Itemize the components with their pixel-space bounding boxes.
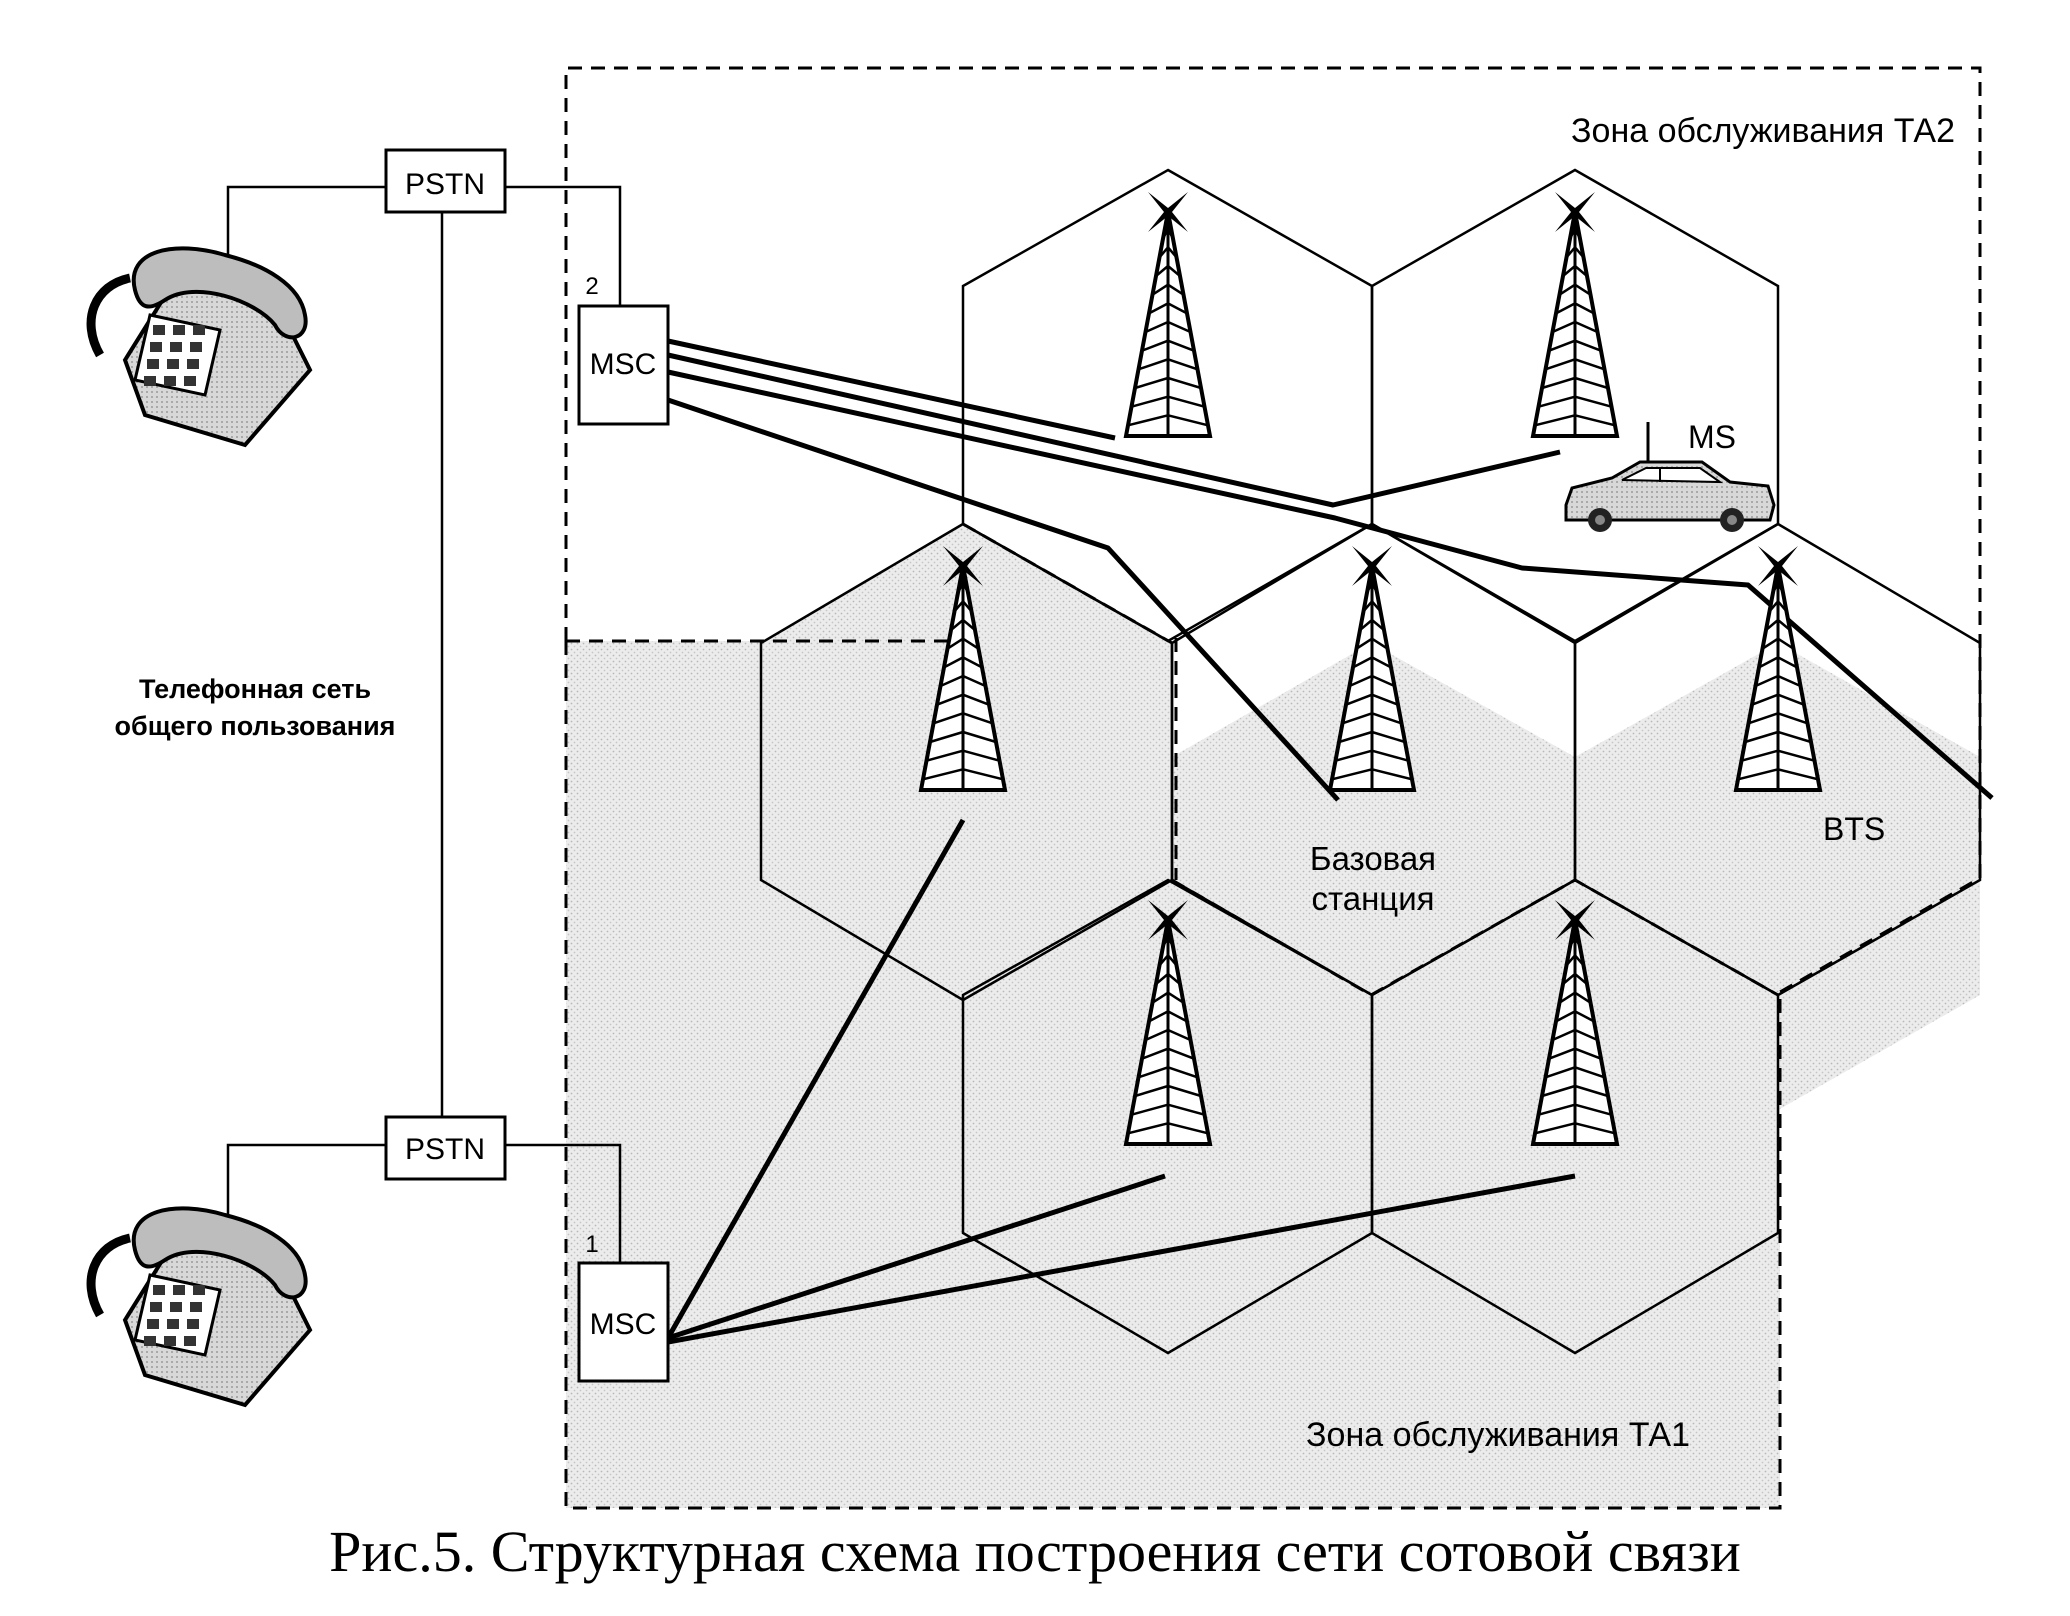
antenna-tower-icon bbox=[918, 546, 1008, 792]
pstn-description-line1: Телефонная сеть bbox=[139, 674, 371, 704]
msc-box-top bbox=[577, 304, 670, 426]
line-pstn2-msc2 bbox=[505, 185, 622, 306]
link-msc1-bts-b bbox=[667, 1173, 1166, 1341]
pstn-label-top: PSTN bbox=[405, 168, 485, 201]
msc-number-bottom: 1 bbox=[585, 1231, 598, 1258]
ms-label: MS bbox=[1688, 419, 1736, 455]
antenna-tower-icon bbox=[1327, 546, 1417, 792]
antenna-tower-icon bbox=[1123, 192, 1213, 438]
zone-ta2-border bbox=[564, 66, 1982, 994]
pstn-box-bottom bbox=[384, 1115, 507, 1181]
pstn-description-line2: общего пользования bbox=[115, 711, 396, 741]
msc-number-top: 2 bbox=[585, 273, 598, 300]
link-msc1-bts-c bbox=[667, 1173, 1576, 1345]
zone-ta2-label: Зона обслуживания ТА2 bbox=[1571, 112, 1955, 150]
base-station-label-line2: станция bbox=[1311, 880, 1434, 917]
antenna-tower-icon bbox=[1530, 192, 1620, 438]
antenna-tower-icon bbox=[1530, 900, 1620, 1146]
pstn-box-top bbox=[384, 148, 507, 214]
pstn-label-bottom: PSTN bbox=[405, 1133, 485, 1166]
figure-caption: Рис.5. Структурная схема построения сети… bbox=[329, 1519, 1741, 1584]
link-msc2-bts-d bbox=[667, 397, 1340, 802]
cellular-network-diagram: PSTN PSTN MSC MSC 2 1 Зона обслуживания … bbox=[86, 66, 1994, 1510]
link-msc2-bts-a bbox=[667, 338, 1116, 441]
link-msc2-bts-c bbox=[667, 369, 1994, 800]
telephone-icon bbox=[86, 246, 313, 448]
cell-shaded-right bbox=[1575, 643, 1980, 1110]
msc-label-top: MSC bbox=[590, 348, 657, 381]
cell-shaded-mid bbox=[1172, 643, 1575, 1110]
msc-label-bottom: MSC bbox=[590, 1308, 657, 1341]
antenna-tower-icon bbox=[1733, 546, 1823, 792]
base-station-label-line1: Базовая bbox=[1310, 840, 1436, 877]
link-msc1-bts-a bbox=[665, 818, 966, 1340]
cell-top-right bbox=[1370, 168, 1780, 643]
cell-bottom-right bbox=[1370, 878, 1780, 1355]
car-icon bbox=[1564, 422, 1776, 532]
link-msc2-bts-b bbox=[667, 352, 1561, 508]
line-phone2-pstn bbox=[226, 1143, 386, 1238]
line-pstn1-msc1 bbox=[505, 1143, 622, 1263]
zone-ta1-border bbox=[564, 522, 1782, 1510]
bts-label: BTS bbox=[1823, 811, 1885, 847]
telephone-icon bbox=[86, 1206, 313, 1408]
zone-ta1-label: Зона обслуживания ТА1 bbox=[1306, 1416, 1690, 1454]
msc-box-bottom bbox=[577, 1261, 670, 1383]
antenna-tower-icon bbox=[1123, 900, 1213, 1146]
